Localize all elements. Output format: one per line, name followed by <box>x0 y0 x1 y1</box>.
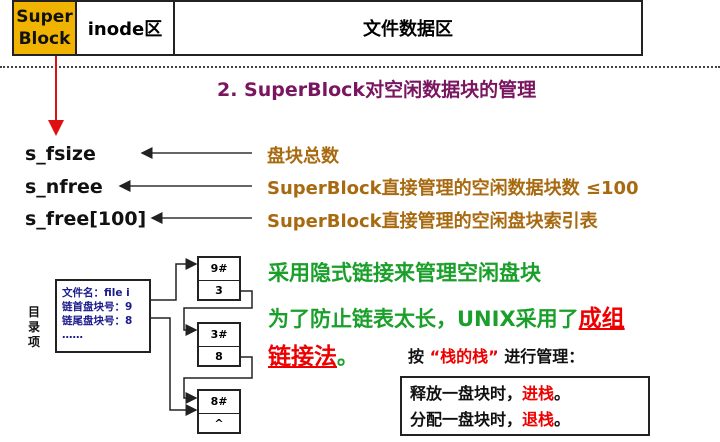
block-id: 8# <box>199 391 239 414</box>
chain-3-to-8-line <box>183 356 253 404</box>
block-next-pointer: ^ <box>214 417 224 430</box>
vertical-label-char: 项 <box>28 335 41 349</box>
superblock-label-line2: Block <box>18 29 71 49</box>
note-method-line: 链接法。 <box>268 337 358 371</box>
block-next-pointer: 8 <box>215 350 223 363</box>
release-push: 进栈 <box>522 384 555 403</box>
note-method-red: 链接法 <box>268 344 337 370</box>
superblock-cell: Super Block <box>12 0 77 56</box>
directory-entry-vertical-label: 目 录 项 <box>28 305 44 350</box>
disk-block-9: 9# 3 <box>197 256 241 301</box>
field-s-free: s_free[100] <box>25 208 147 230</box>
desc-s-fsize: 盘块总数 <box>267 146 339 167</box>
field-s-fsize: s_fsize <box>25 143 96 165</box>
dir-line-tail-block: 链尾盘块号：8 <box>62 315 133 327</box>
release-suffix: 。 <box>554 384 571 403</box>
section-heading: 2. SuperBlock对空闲数据块的管理 <box>217 79 537 101</box>
block-next-pointer: 3 <box>215 284 223 297</box>
block-id: 9# <box>199 258 239 281</box>
dir-line-filename: 文件名：file i <box>62 287 130 299</box>
chain-9-to-3-line <box>183 290 253 336</box>
desc-s-nfree: SuperBlock直接管理的空闲数据块数 ≤100 <box>267 178 639 199</box>
head-pointer-line <box>151 258 198 301</box>
release-line: 释放一盘块时，进栈。 <box>410 381 648 407</box>
data-area-cell: 文件数据区 <box>173 0 643 56</box>
disk-block-3: 3# 8 <box>197 322 241 367</box>
superblock-label-line1: Super <box>16 7 73 27</box>
alloc-suffix: 。 <box>554 410 571 429</box>
allocate-line: 分配一盘块时，退栈。 <box>410 407 648 433</box>
manage-suffix: 进行管理： <box>498 347 585 366</box>
note-grouped-linking: 为了防止链表太长，UNIX采用了成组 <box>268 299 625 333</box>
note-manage-method: 按 “栈的栈” 进行管理： <box>408 343 584 367</box>
inode-area-label: inode区 <box>87 19 163 40</box>
alloc-prefix: 分配一盘块时， <box>410 410 523 429</box>
dir-line-ellipsis: …… <box>62 329 83 341</box>
block-id: 3# <box>199 324 239 347</box>
tail-pointer-line <box>151 317 198 416</box>
note-grouped-linking-red: 成组 <box>578 306 625 332</box>
manage-prefix: 按 <box>408 347 430 366</box>
release-prefix: 释放一盘块时， <box>410 384 523 403</box>
note-grouped-linking-text: 为了防止链表太长，UNIX采用了 <box>268 307 579 331</box>
dir-line-head-block: 链首盘块号：9 <box>62 301 133 313</box>
field-s-nfree: s_nfree <box>25 176 103 198</box>
vertical-label-char: 录 <box>28 320 41 334</box>
desc-s-free: SuperBlock直接管理的空闲盘块索引表 <box>267 211 598 232</box>
separator-line <box>0 66 720 68</box>
disk-block-8: 8# ^ <box>197 389 241 434</box>
manage-stack-of-stacks: “栈的栈” <box>429 347 499 366</box>
data-area-label: 文件数据区 <box>363 19 453 40</box>
note-implicit-link: 采用隐式链接来管理空闲盘块 <box>268 261 541 285</box>
note-method-period: 。 <box>337 345 358 369</box>
stack-operations-box: 释放一盘块时，进栈。 分配一盘块时，退栈。 <box>400 376 650 436</box>
vertical-label-char: 目 <box>28 305 41 319</box>
directory-entry-box: 文件名：file i 链首盘块号：9 链尾盘块号：8 …… <box>55 279 151 353</box>
alloc-pop: 退栈 <box>522 410 555 429</box>
